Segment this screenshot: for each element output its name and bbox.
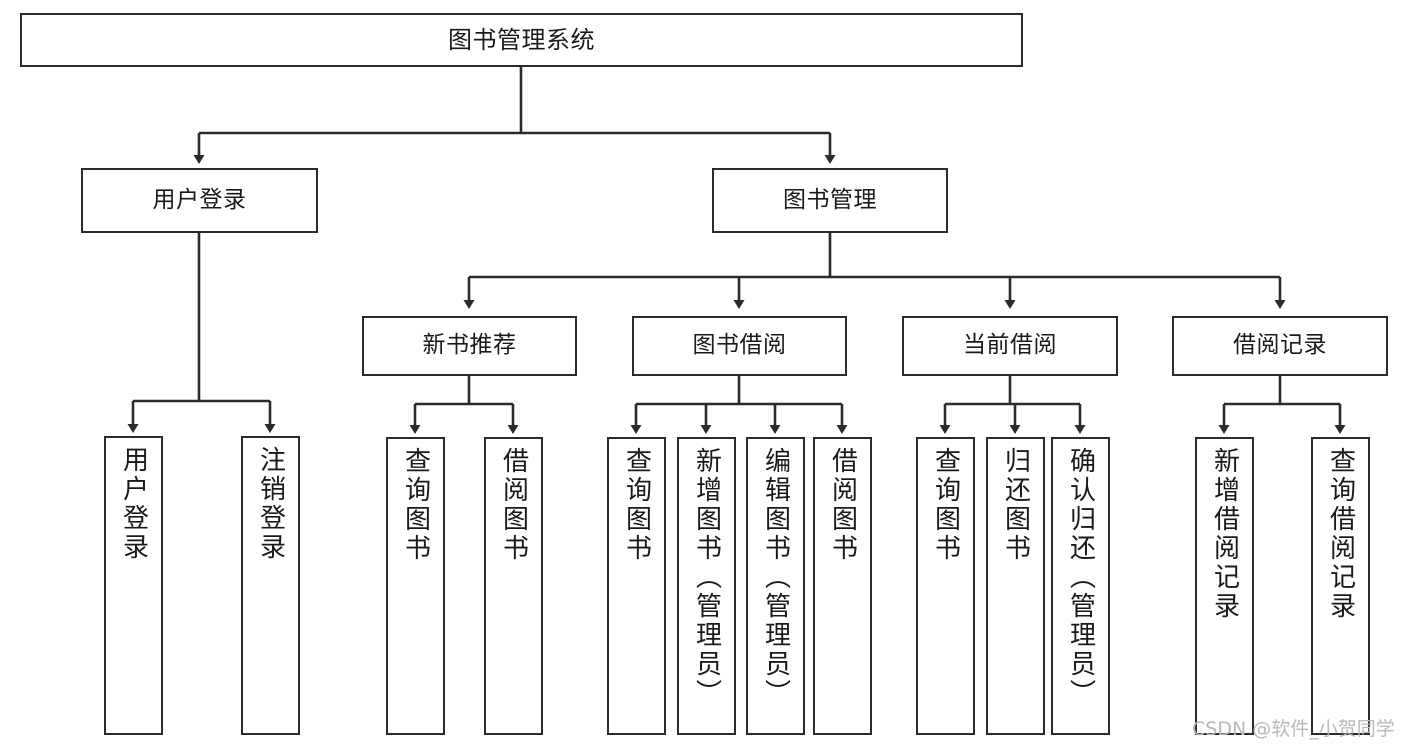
node-label: 查询图书 — [621, 447, 652, 563]
node-borrow-record[interactable]: 借阅记录 — [1172, 316, 1388, 376]
node-label: 借阅图书 — [827, 447, 858, 563]
leaf-user-login[interactable]: 用户登录 — [104, 436, 163, 735]
node-label: 新增图书（管理员） — [691, 447, 722, 708]
leaf-return-book[interactable]: 归还图书 — [986, 437, 1045, 735]
node-label: 图书管理系统 — [448, 25, 595, 54]
node-new-book-recommend[interactable]: 新书推荐 — [362, 316, 577, 376]
node-label: 查询借阅记录 — [1325, 447, 1356, 621]
leaf-confirm-return-admin[interactable]: 确认归还（管理员） — [1051, 437, 1110, 735]
node-label: 用户登录 — [118, 446, 149, 562]
node-label: 新书推荐 — [422, 332, 517, 359]
node-label: 归还图书 — [1000, 447, 1031, 563]
leaf-edit-book-admin[interactable]: 编辑图书（管理员） — [746, 437, 805, 735]
node-label: 图书管理 — [783, 186, 877, 213]
node-label: 当前借阅 — [963, 332, 1057, 359]
leaf-query-book-recommend[interactable]: 查询图书 — [386, 437, 445, 735]
node-book-borrow[interactable]: 图书借阅 — [632, 316, 847, 376]
leaf-logout-login[interactable]: 注销登录 — [241, 436, 300, 735]
node-label: 借阅记录 — [1233, 332, 1327, 359]
node-label: 确认归还（管理员） — [1065, 447, 1096, 708]
node-label: 图书借阅 — [692, 332, 787, 359]
node-label: 新增借阅记录 — [1209, 447, 1240, 621]
csdn-watermark: CSDN @软件_小贺同学 — [1192, 718, 1395, 740]
node-root-system[interactable]: 图书管理系统 — [20, 13, 1023, 67]
node-label: 借阅图书 — [498, 447, 529, 563]
node-label: 用户登录 — [152, 186, 247, 213]
leaf-borrow-book-recommend[interactable]: 借阅图书 — [484, 437, 543, 735]
leaf-borrow-book[interactable]: 借阅图书 — [813, 437, 872, 735]
node-label: 查询图书 — [400, 447, 431, 563]
node-label: 编辑图书（管理员） — [760, 447, 791, 708]
leaf-add-book-admin[interactable]: 新增图书（管理员） — [677, 437, 736, 735]
leaf-query-borrow-record[interactable]: 查询借阅记录 — [1311, 437, 1370, 735]
leaf-query-book-borrow[interactable]: 查询图书 — [607, 437, 666, 735]
node-user-login[interactable]: 用户登录 — [81, 168, 318, 233]
node-current-borrow[interactable]: 当前借阅 — [902, 316, 1118, 376]
leaf-add-borrow-record[interactable]: 新增借阅记录 — [1195, 437, 1254, 735]
node-book-management[interactable]: 图书管理 — [712, 168, 948, 233]
node-label: 注销登录 — [255, 446, 286, 562]
node-label: 查询图书 — [930, 447, 961, 563]
leaf-query-book-current[interactable]: 查询图书 — [916, 437, 975, 735]
